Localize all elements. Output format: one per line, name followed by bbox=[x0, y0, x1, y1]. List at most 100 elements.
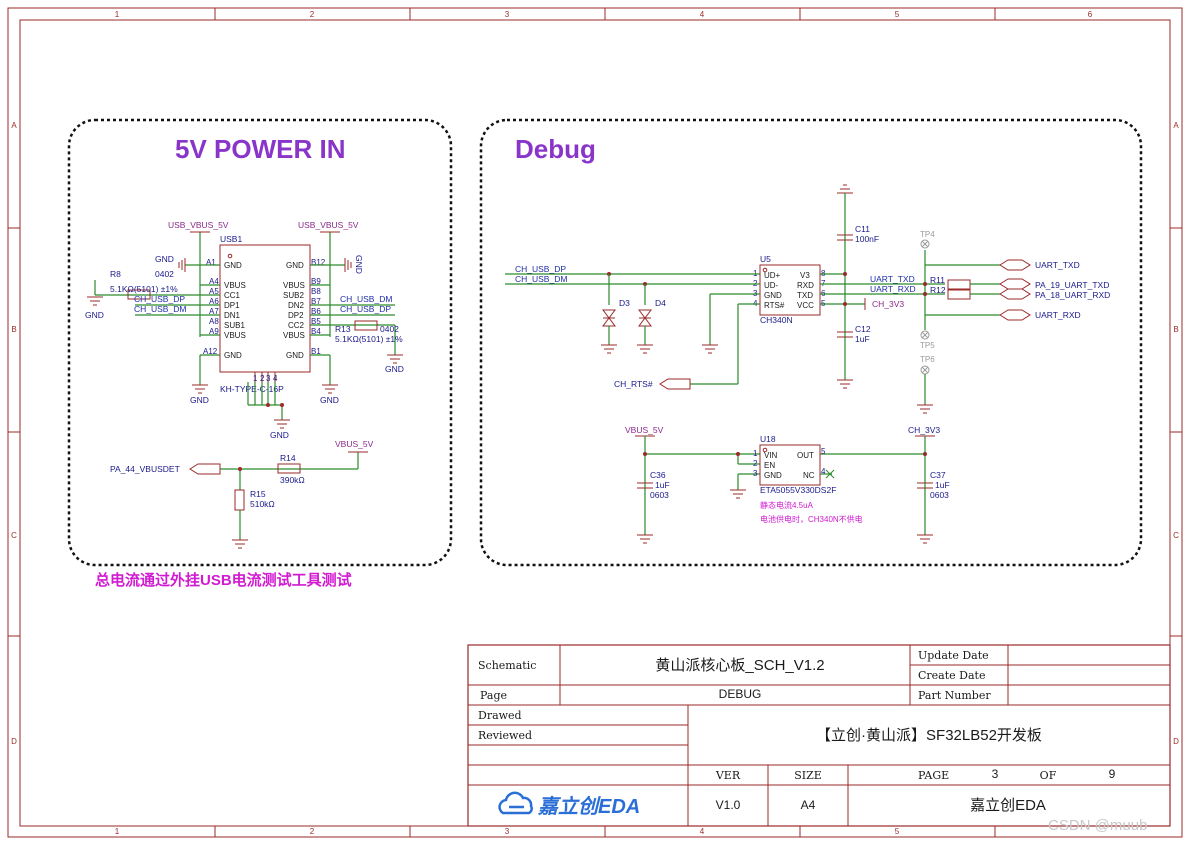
power-wires bbox=[87, 231, 403, 549]
net-uart-rxd-port: UART_RXD bbox=[1035, 310, 1081, 320]
tb-page-total: 9 bbox=[1109, 767, 1116, 781]
usb1-ref: USB1 bbox=[220, 234, 242, 244]
usb1-pin-num: B8 bbox=[311, 287, 321, 296]
tp6-ref: TP6 bbox=[920, 355, 935, 364]
net-ch-usb-dm-debug: CH_USB_DM bbox=[515, 274, 567, 284]
col-label-2: 2 bbox=[310, 10, 315, 19]
u18-pin-num: 4 bbox=[821, 467, 826, 476]
power-note: 总电流通过外挂USB电流测试工具测试 bbox=[95, 571, 352, 589]
usb1-pin-num: A6 bbox=[209, 297, 219, 306]
usb1-pin-name: GND bbox=[286, 261, 304, 270]
r8-value: 5.1KΩ(5101) ±1% bbox=[110, 284, 178, 294]
tb-update-date-label: Update Date bbox=[918, 649, 989, 662]
csdn-watermark: CSDN @muub bbox=[1048, 817, 1147, 834]
u18-note-battery: 电池供电时，CH340N不供电 bbox=[760, 514, 863, 524]
gnd-label-r8: GND bbox=[85, 310, 104, 320]
u18-ldo: U18 ETA5055V330DS2F 1 VIN 2 EN 3 GND OUT… bbox=[753, 434, 863, 524]
tb-board-name: 【立创·黄山派】SF32LB52开发板 bbox=[816, 726, 1042, 744]
u5-pin-name: V3 bbox=[800, 271, 810, 280]
usb1-pin-name: VBUS bbox=[224, 281, 246, 290]
u18-pin-num: 3 bbox=[753, 469, 758, 478]
c36-package: 0603 bbox=[650, 490, 669, 500]
usb1-pin-name: GND bbox=[224, 261, 242, 270]
u5-pin-name: RTS# bbox=[764, 301, 785, 310]
row-label-d-right: D bbox=[1173, 737, 1179, 746]
tb-schematic-label: Schematic bbox=[478, 659, 536, 672]
tb-ver-label: VER bbox=[715, 769, 741, 782]
logo-text: 嘉立创EDA bbox=[537, 795, 640, 818]
d4-ref: D4 bbox=[655, 298, 666, 308]
u18-pin-num: 5 bbox=[821, 447, 826, 456]
usb1-bottom-pin: 3 bbox=[266, 374, 271, 383]
debug-block-frame bbox=[479, 118, 1143, 567]
gnd-label-r13: GND bbox=[385, 364, 404, 374]
usb1-bottom-pin: 1 bbox=[253, 374, 258, 383]
u18-pin-num: 1 bbox=[753, 449, 758, 458]
u5-pin-name: UD- bbox=[764, 281, 779, 290]
r8-package: 0402 bbox=[155, 269, 174, 279]
u18-pin-name: VIN bbox=[764, 451, 778, 460]
net-uart-txd-port: UART_TXD bbox=[1035, 260, 1080, 270]
usb1-pin-name: DP2 bbox=[288, 311, 304, 320]
tp4-ref: TP4 bbox=[920, 230, 935, 239]
c36-ref: C36 bbox=[650, 470, 666, 480]
u5-pin-name: TXD bbox=[797, 291, 813, 300]
col-label-5: 5 bbox=[895, 10, 900, 19]
usb1-bottom-pin: 2 bbox=[260, 374, 265, 383]
net-uart-rxd-mid: UART_RXD bbox=[870, 284, 916, 294]
tb-page-no-label: PAGE bbox=[918, 769, 949, 782]
u18-pin-name: EN bbox=[764, 461, 775, 470]
d3-ref: D3 bbox=[619, 298, 630, 308]
usb1-pin-num: A12 bbox=[203, 347, 218, 356]
row-label-c: C bbox=[11, 531, 17, 540]
r11-ref: R11 bbox=[930, 275, 945, 285]
r14-value: 390kΩ bbox=[280, 475, 305, 485]
net-ch-3v3: CH_3V3 bbox=[908, 425, 940, 435]
power-block-frame bbox=[67, 118, 453, 567]
net-ch-usb-dm-right: CH_USB_DM bbox=[340, 294, 392, 304]
tb-page-no: 3 bbox=[992, 767, 999, 781]
c12-ref: C12 bbox=[855, 324, 871, 334]
u5-part: CH340N bbox=[760, 315, 793, 325]
gnd-label-a1: GND bbox=[155, 254, 174, 264]
usb1-pin-num: A7 bbox=[209, 307, 219, 316]
col-label-1: 1 bbox=[115, 10, 120, 19]
usb1-pin-name: GND bbox=[224, 351, 242, 360]
tb-page-label: Page bbox=[480, 689, 507, 702]
r8-ref: R8 bbox=[110, 269, 121, 279]
row-label-a: A bbox=[11, 121, 17, 130]
tb-company: 嘉立创EDA bbox=[970, 797, 1046, 814]
c11-ref: C11 bbox=[855, 224, 870, 234]
u5-ch340n: U5 CH340N 1 UD+ 2 UD- 3 GND 4 RTS# V3 8 … bbox=[753, 254, 826, 325]
tb-size-label: SIZE bbox=[794, 769, 822, 782]
net-usb-vbus-left: USB_VBUS_5V bbox=[168, 220, 229, 230]
usb1-pin-num: A5 bbox=[209, 287, 219, 296]
usb1-pin-num: A4 bbox=[209, 277, 219, 286]
u5-pin-name: VCC bbox=[797, 301, 814, 310]
gnd-label-shield: GND bbox=[270, 430, 289, 440]
col-label-1-bottom: 1 bbox=[115, 827, 120, 836]
usb1-pin-num: B9 bbox=[311, 277, 321, 286]
usb1-pin-name: DN1 bbox=[224, 311, 241, 320]
col-label-3: 3 bbox=[505, 10, 510, 19]
c36-value: 1uF bbox=[655, 480, 670, 490]
gnd-label-b1: GND bbox=[320, 395, 339, 405]
net-pa44-vbusdet: PA_44_VBUSDET bbox=[110, 464, 180, 474]
col-label-2-bottom: 2 bbox=[310, 827, 315, 836]
usb1-pin-num: A8 bbox=[209, 317, 219, 326]
tb-reviewed-label: Reviewed bbox=[478, 729, 532, 742]
row-label-b: B bbox=[11, 325, 16, 334]
col-label-5-bottom: 5 bbox=[895, 827, 900, 836]
gnd-label-a12: GND bbox=[190, 395, 209, 405]
u18-pin-name: OUT bbox=[797, 451, 814, 460]
col-label-6: 6 bbox=[1088, 10, 1093, 19]
usb1-pin-name: SUB1 bbox=[224, 321, 245, 330]
usb1-pin-num: B4 bbox=[311, 327, 321, 336]
power-block-title: 5V POWER IN bbox=[175, 134, 345, 164]
usb1-bottom-pin: 4 bbox=[273, 374, 278, 383]
usb1-pin-name: VBUS bbox=[224, 331, 246, 340]
tb-schematic-value: 黄山派核心板_SCH_V1.2 bbox=[655, 656, 824, 674]
usb1-pin-name: DP1 bbox=[224, 301, 240, 310]
jlc-eda-logo: 嘉立创EDA bbox=[498, 791, 640, 818]
